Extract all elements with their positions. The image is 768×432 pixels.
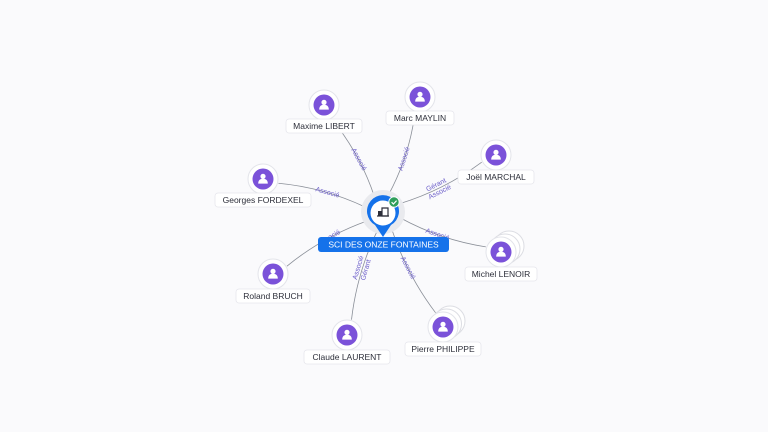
person-name: Claude LAURENT xyxy=(313,352,382,362)
person-name: Michel LENOIR xyxy=(472,269,531,279)
person-node[interactable]: Joël MARCHAL xyxy=(457,139,535,185)
person-name: Pierre PHILIPPE xyxy=(411,344,475,354)
edge-role-label: Associé xyxy=(349,147,367,172)
edge-role-label: Associé xyxy=(315,186,341,199)
edge-role-label: Associé xyxy=(397,146,411,172)
person-name: Joël MARCHAL xyxy=(466,172,526,182)
edge xyxy=(398,161,482,205)
person-node[interactable]: Roland BRUCH xyxy=(235,258,311,304)
person-node[interactable]: Marc MAYLIN xyxy=(385,81,455,126)
person-name: Marc MAYLIN xyxy=(394,113,446,123)
person-node[interactable]: Pierre PHILIPPE xyxy=(404,305,482,357)
building-icon xyxy=(377,207,389,217)
edge xyxy=(399,217,486,248)
person-name: Roland BRUCH xyxy=(243,291,303,301)
person-node[interactable]: Georges FORDEXEL xyxy=(214,163,312,208)
person-name: Georges FORDEXEL xyxy=(223,195,304,205)
person-node[interactable]: Claude LAURENT xyxy=(303,319,391,365)
company-name: SCI DES ONZE FONTAINES xyxy=(328,240,439,250)
edge-role-label: Associé xyxy=(399,256,417,281)
people-layer: Maxime LIBERT Marc MAYLIN Joël MARCHAL G… xyxy=(214,81,538,365)
person-node[interactable]: Maxime LIBERT xyxy=(285,89,363,134)
edge xyxy=(278,182,367,208)
check-badge-icon xyxy=(388,196,400,208)
person-name: Maxime LIBERT xyxy=(293,121,355,131)
company-node[interactable]: SCI DES ONZE FONTAINES xyxy=(318,190,449,252)
person-node[interactable]: Michel LENOIR xyxy=(464,230,538,282)
